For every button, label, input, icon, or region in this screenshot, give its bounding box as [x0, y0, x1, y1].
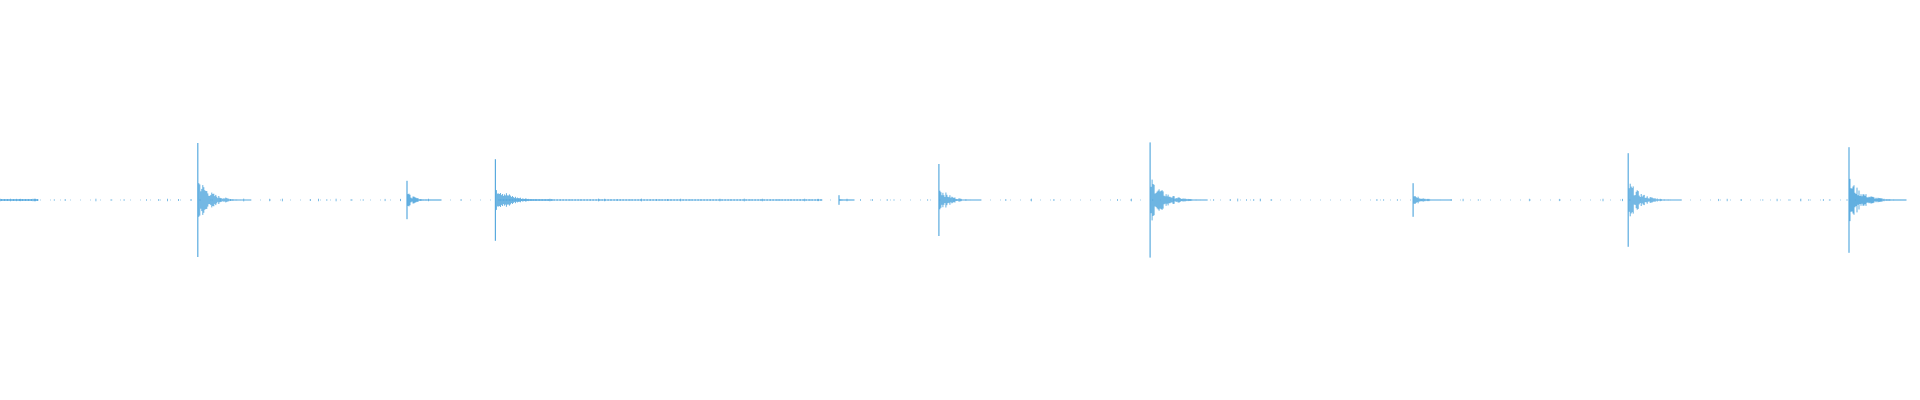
waveform-transients — [0, 142, 1907, 258]
